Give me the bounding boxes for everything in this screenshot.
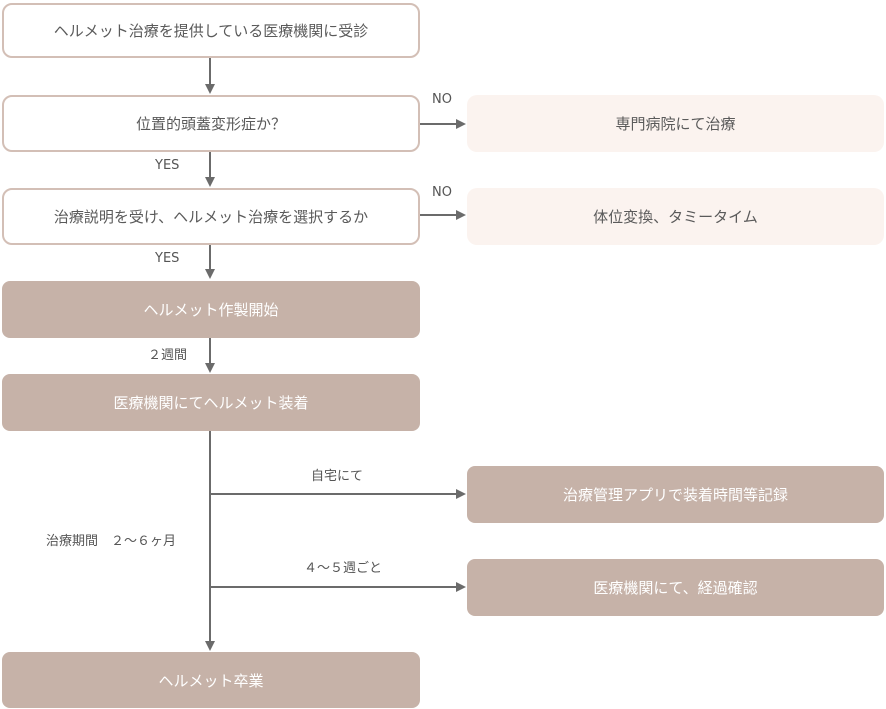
- node-check: 医療機関にて、経過確認: [467, 559, 884, 616]
- node-diagnosis: 位置的頭蓋変形症か？: [2, 95, 420, 152]
- label-home: 自宅にて: [311, 469, 364, 484]
- node-app: 治療管理アプリで装着時間等記録: [467, 466, 884, 523]
- label-weeks: ２週間: [148, 348, 188, 363]
- node-make: ヘルメット作製開始: [2, 281, 420, 338]
- label-yes-2: YES: [155, 251, 180, 266]
- label-no-1: NO: [432, 92, 452, 107]
- label-yes-1: YES: [155, 158, 180, 173]
- node-wear: 医療機関にてヘルメット装着: [2, 374, 420, 431]
- node-explain: 治療説明を受け、ヘルメット治療を選択するか: [2, 188, 420, 245]
- node-graduate: ヘルメット卒業: [2, 652, 420, 708]
- node-consult: ヘルメット治療を提供している医療機関に受診: [2, 3, 420, 58]
- label-interval: ４～５週ごと: [304, 561, 383, 576]
- node-hospital: 専門病院にて治療: [467, 95, 884, 152]
- label-period: 治療期間 ２～６ヶ月: [46, 534, 177, 549]
- label-no-2: NO: [432, 185, 452, 200]
- node-position: 体位変換、タミータイム: [467, 188, 884, 245]
